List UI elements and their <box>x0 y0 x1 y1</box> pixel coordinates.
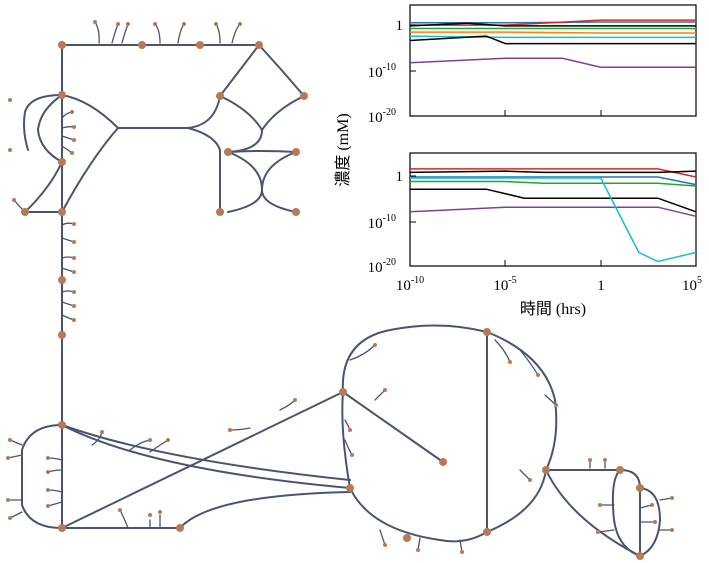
top-series-line-1 <box>410 19 696 26</box>
xtick-0: 10-10 <box>396 275 424 294</box>
top-concentration-plot: 1 10-10 10-20 <box>368 4 697 126</box>
bottom-series-line-1 <box>409 170 697 174</box>
metabolic-network-lower <box>7 324 673 557</box>
bottom-series-line-3 <box>410 180 697 187</box>
top-series-line-2 <box>409 22 696 27</box>
bottom-plot-frame <box>409 152 697 267</box>
top-ytick-1: 10-10 <box>368 62 396 81</box>
bottom-concentration-plot: 1 10-10 10-20 10-10 10-5 1 105 <box>368 152 702 294</box>
top-series-line-6 <box>409 35 696 45</box>
bottom-ytick-0: 1 <box>396 169 404 185</box>
bottom-series-line-2 <box>410 176 697 186</box>
xtick-3: 105 <box>682 275 702 294</box>
bottom-ytick-2: 10-20 <box>368 257 396 276</box>
network-nodes-lower <box>6 328 674 560</box>
top-series-line-5 <box>409 35 696 39</box>
top-series-line-7 <box>409 57 696 68</box>
top-plot-frame <box>409 4 697 117</box>
xtick-2: 1 <box>597 278 605 294</box>
bottom-series-line-5 <box>409 206 697 218</box>
top-ytick-0: 1 <box>396 18 404 34</box>
network-nodes-upper <box>8 20 308 339</box>
top-series-line-4 <box>410 31 696 34</box>
y-axis-label: 濃度 (mM) <box>334 113 352 186</box>
bottom-ytick-1: 10-10 <box>368 213 396 232</box>
x-axis-label: 時間 (hrs) <box>520 300 586 318</box>
top-plot-series <box>409 19 696 68</box>
xtick-1: 10-5 <box>493 275 516 294</box>
top-ytick-2: 10-20 <box>368 107 396 126</box>
metabolic-network-upper <box>13 21 305 426</box>
bottom-series-line-4 <box>410 188 697 213</box>
bottom-plot-series <box>409 168 697 263</box>
bottom-series-line-6 <box>410 177 697 263</box>
